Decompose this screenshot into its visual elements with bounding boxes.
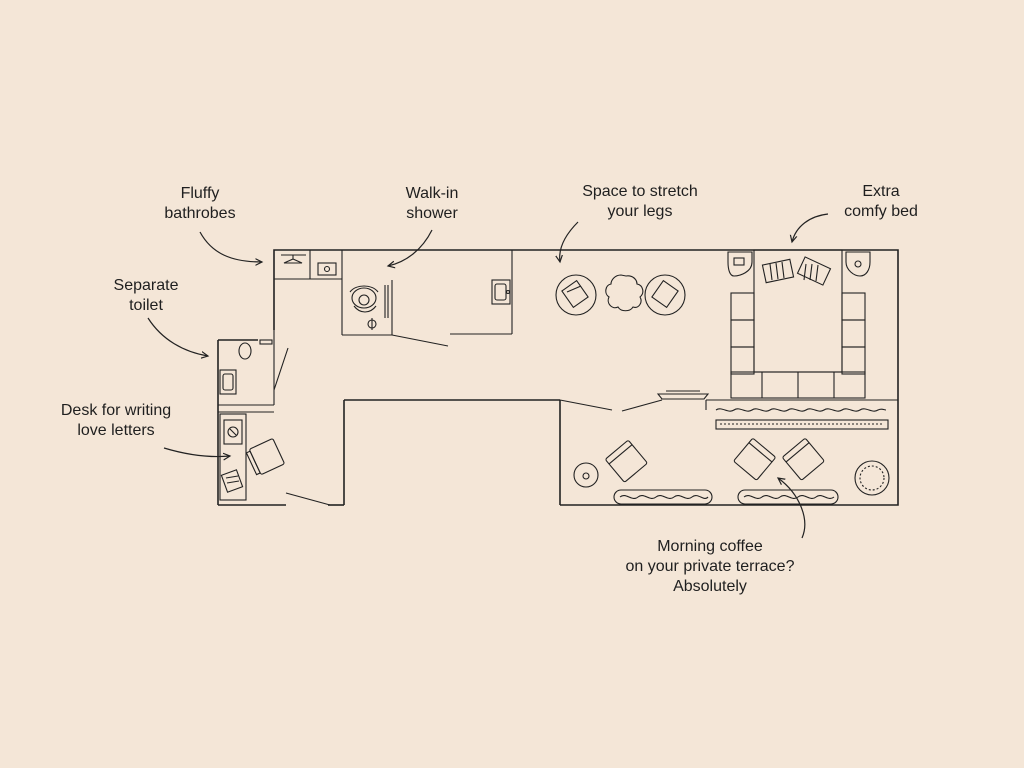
annotation-terrace: Morning coffee on your private terrace? … bbox=[596, 537, 824, 597]
bathroom-sink bbox=[491, 279, 511, 305]
annotation-line: toilet bbox=[129, 297, 163, 314]
annotation-line: Desk for writing bbox=[60, 402, 172, 419]
annotation-line: Absolutely bbox=[673, 578, 747, 595]
interior-walls bbox=[218, 250, 898, 413]
outer-walls bbox=[217, 249, 899, 506]
annotation-line: your legs bbox=[607, 203, 673, 220]
toilet-fixtures bbox=[219, 339, 273, 395]
annotation-line: Walk-in bbox=[405, 185, 459, 202]
annotation-toilet: Separate toilet bbox=[96, 276, 196, 316]
annotation-desk: Desk for writing love letters bbox=[40, 401, 192, 441]
annotation-line: shower bbox=[406, 205, 458, 222]
annotation-line: Fluffy bbox=[180, 185, 220, 202]
annotation-line: Morning coffee bbox=[657, 538, 763, 555]
annotation-arrows bbox=[147, 213, 829, 539]
bedroom bbox=[656, 249, 889, 430]
doors bbox=[273, 334, 663, 506]
annotation-line: love letters bbox=[77, 422, 155, 439]
annotation-line: Separate bbox=[113, 277, 179, 294]
annotation-bathrobes: Fluffy bathrobes bbox=[150, 184, 250, 224]
writing-desk bbox=[219, 413, 285, 501]
walk-in-shower bbox=[349, 285, 389, 330]
annotation-shower: Walk-in shower bbox=[382, 184, 482, 224]
lounge-seating bbox=[555, 274, 686, 316]
terrace bbox=[573, 438, 890, 505]
annotation-line: comfy bed bbox=[844, 203, 918, 220]
annotation-bed: Extra comfy bed bbox=[826, 182, 936, 222]
annotation-line: Extra bbox=[862, 183, 900, 200]
bathrobe-closet bbox=[281, 254, 337, 276]
annotation-line: Space to stretch bbox=[582, 183, 698, 200]
annotation-legs: Space to stretch your legs bbox=[560, 182, 720, 222]
annotation-line: on your private terrace? bbox=[625, 558, 795, 575]
annotation-line: bathrobes bbox=[164, 205, 236, 222]
